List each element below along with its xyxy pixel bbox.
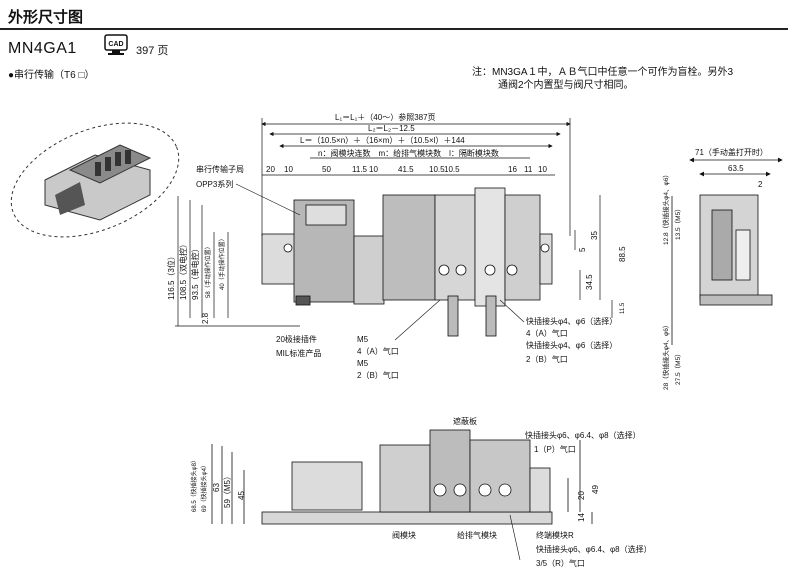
dim-27-5: 27.5（M5） [674, 350, 682, 385]
dim-88-5: 88.5 [618, 246, 627, 262]
dim-71: 71（手动盖打开时） [695, 147, 768, 157]
dim-63: 63 [212, 483, 221, 492]
dim-12-8: 12.8（快插接头φ4、φ6） [661, 171, 670, 245]
label-mil: MIL标准产品 [276, 348, 321, 358]
dim-11-5: 11.5 [352, 165, 368, 174]
dim-116-5: 116.5（3位） [166, 252, 176, 300]
note-line-2: 通阀2个内置型与阀尺寸相同。 [498, 80, 634, 91]
dim-2-8: 2.8 [201, 312, 210, 324]
dim-49: 49 [591, 485, 600, 494]
dim-63-5: 63.5 [728, 164, 744, 173]
label-port4a: 4（A）气口 [357, 346, 399, 356]
dim-11: 11 [524, 165, 533, 174]
dim-10b: 10 [369, 165, 378, 174]
dim-2: 2 [758, 180, 763, 189]
dim-93-5: 93.5（单电控） [190, 244, 200, 300]
right-dimensions [574, 195, 613, 318]
dim-l2: L₂＝L₂－12.5 [368, 124, 415, 133]
label-p35: 3/5（R）气口 [536, 558, 585, 568]
label-p1: 1（P）气口 [534, 444, 576, 454]
title-divider [0, 28, 788, 30]
dim-35: 35 [590, 231, 599, 240]
note-line-1: 注：MN3GA１中，ＡＢ气口中任意一个可作为盲栓。另外3 [472, 67, 734, 78]
label-m5a: M5 [357, 335, 369, 344]
dim-11-5r: 11.5 [620, 302, 626, 314]
label-valve: 阀模块 [392, 530, 416, 540]
dim-20b: 20 [577, 491, 586, 500]
dim-l: L＝（10.5×n）＋（16×m）＋（10.5×l）＋144 [300, 136, 465, 145]
dim-108-5: 108.5（双电控） [178, 240, 188, 300]
label-port2b: 2（B）气口 [357, 370, 399, 380]
subtitle: ●串行传输（T6 □） [8, 70, 95, 81]
dim-10-5a: 10.5 [429, 165, 445, 174]
cad-icon[interactable]: CAD [104, 34, 128, 56]
dim-14: 14 [577, 513, 586, 522]
label-opp3: OPP3系列 [196, 179, 233, 189]
dim-68-5: 68.5（快插接头φ8） [190, 457, 198, 512]
dim-41-5: 41.5 [398, 165, 414, 174]
dim-40: 40（手动操作位置） [218, 235, 226, 290]
label-qc2: 快插接头φ4、φ6（选择） [526, 340, 617, 350]
page-title: 外形尺寸图 [8, 9, 84, 26]
label-m5b: M5 [357, 359, 369, 368]
cad-icon-label: CAD [108, 41, 123, 48]
dim-l1: L₁＝L₁＋（40〜）参照387页 [335, 112, 436, 122]
label-supply: 给排气模块 [457, 530, 497, 540]
label-qc1: 快插接头φ4、φ6（选择） [526, 316, 617, 326]
note: 注：MN3GA１中，ＡＢ气口中任意一个可作为盲栓。另外3 通阀2个内置型与阀尺寸… [472, 66, 733, 92]
dim-58: 58（手动操作位置） [204, 243, 212, 298]
dim-69: 69（快插接头φ4） [200, 462, 208, 512]
bottom-view [211, 429, 593, 525]
dim-20: 20 [266, 165, 275, 174]
dim-28: 28（快插接头φ4、φ6） [661, 322, 670, 390]
front-view [261, 187, 553, 337]
product-isometric [10, 122, 180, 238]
label-cover: 遮蔽板 [453, 416, 477, 426]
top-dimensions [261, 118, 571, 236]
label-conn20: 20极接插件 [276, 334, 317, 344]
side-view [671, 157, 783, 345]
model-name: MN4GA1 [8, 40, 77, 57]
label-end-r: 终端模块R [536, 530, 574, 540]
left-dimensions [175, 196, 300, 327]
dim-59: 59（M5） [223, 472, 232, 508]
dim-34-5: 34.5 [585, 274, 594, 290]
dim-10a: 10 [284, 165, 293, 174]
dim-16: 16 [508, 165, 517, 174]
dim-5: 5 [578, 247, 587, 252]
dim-10c: 10 [538, 165, 547, 174]
dim-45: 45 [237, 491, 246, 500]
label-qc-bot: 快插接头φ6、φ6.4、φ8（选择） [536, 544, 652, 554]
dim-10-5b: 10.5 [444, 165, 460, 174]
label-port4a2: 4（A）气口 [526, 328, 568, 338]
cad-page-ref[interactable]: 397 页 [136, 45, 169, 57]
dim-50: 50 [322, 165, 331, 174]
label-qc-top: 快插接头φ6、φ6.4、φ8（选择） [525, 430, 641, 440]
dim-legend: n：阀模块连数 m：给排气模块数 l：隔断模块数 [318, 148, 499, 158]
label-serial: 串行传输子局 [196, 164, 244, 174]
label-port2b2: 2（B）气口 [526, 354, 568, 364]
dim-13-5: 13.5（M5） [674, 205, 682, 240]
